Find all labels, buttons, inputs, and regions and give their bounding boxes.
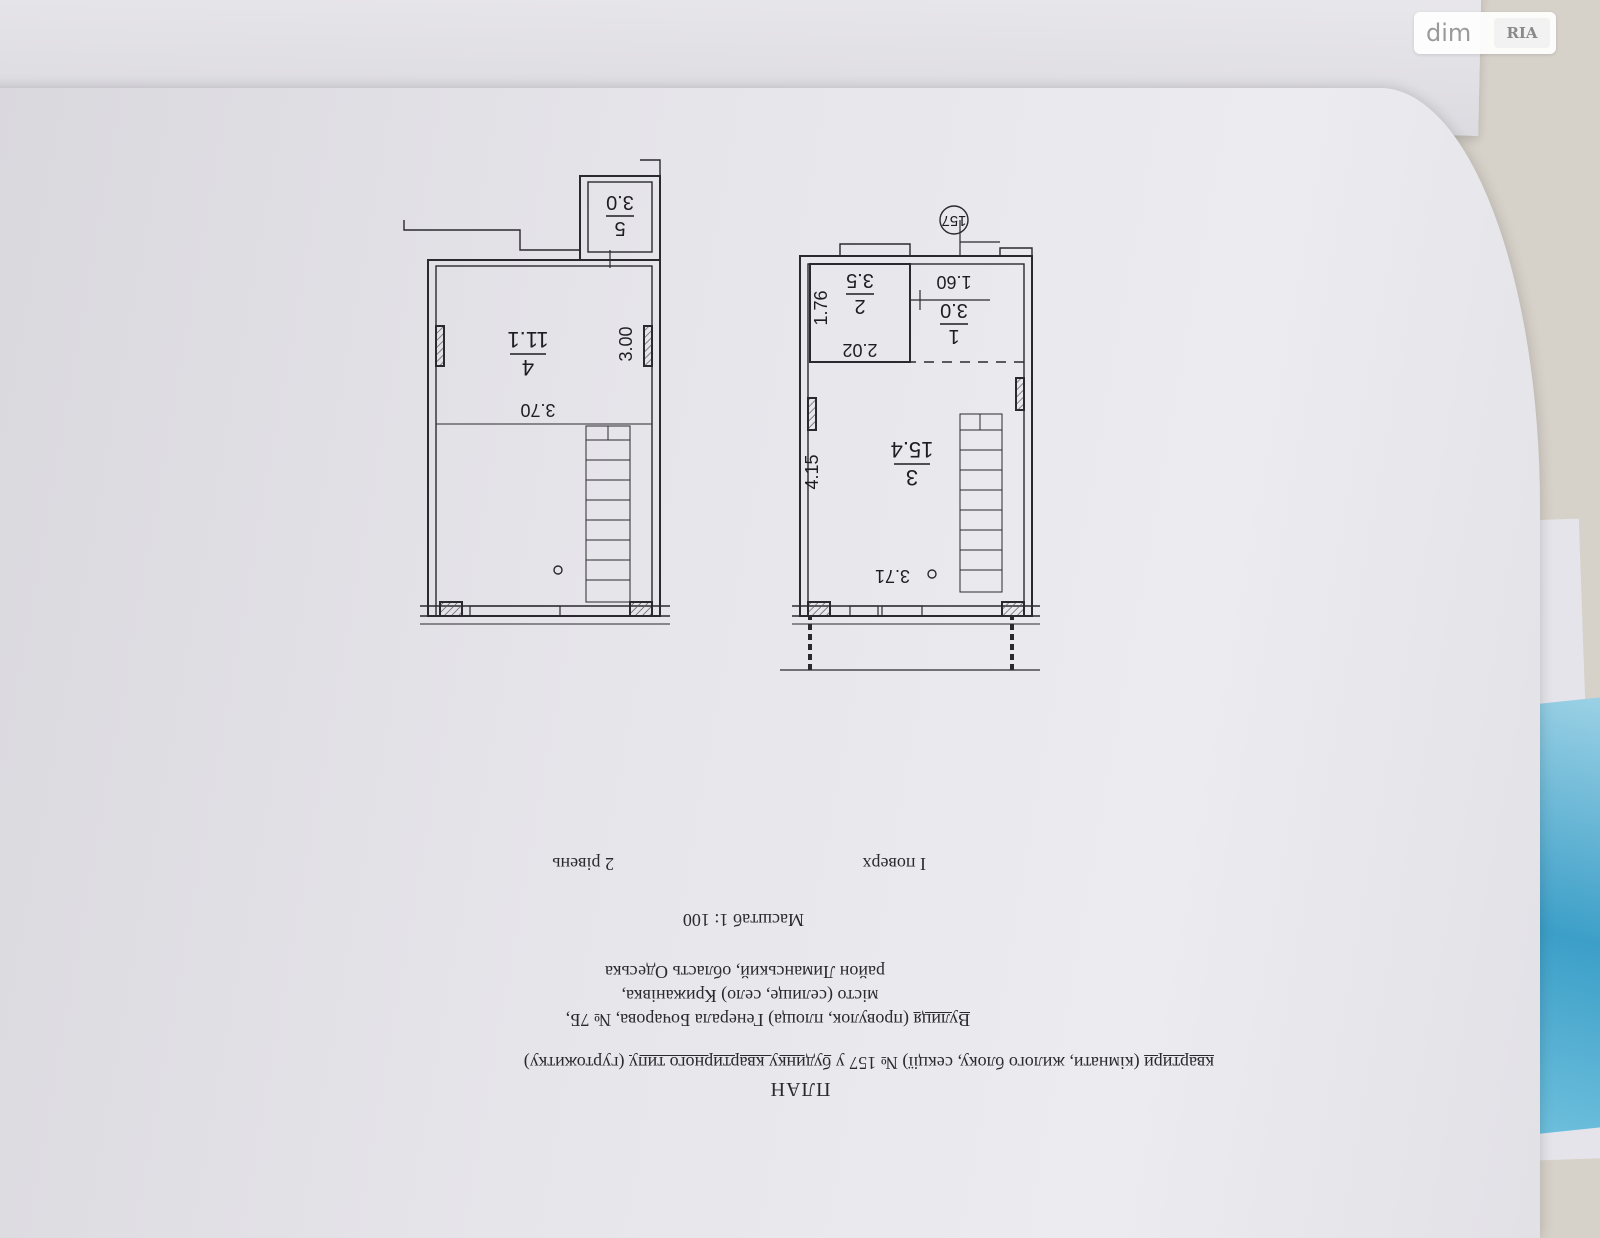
ria-logo-icon: RIA (1494, 18, 1550, 48)
apartment-number-circle (939, 205, 969, 235)
sl-room5-box (579, 175, 661, 261)
first-floor-plan (780, 205, 1040, 671)
ff-dim-160: 1.60 (936, 272, 971, 292)
ff-room1-number: 1 (948, 325, 959, 347)
sl-dim-300: 3.00 (616, 326, 636, 361)
ff-staircase (959, 413, 1003, 593)
sl-room5-number: 5 (614, 217, 625, 239)
sl-pier-right (435, 325, 445, 367)
dimria-watermark: dim RIA (1414, 12, 1556, 54)
upside-down-content: ПЛАН квартири (кімнати, жилого блоку, се… (403, 159, 1214, 1100)
sl-pier-left (643, 325, 653, 367)
second-level-labels: 4 11.1 3.00 3.70 5 3.0 (507, 191, 636, 420)
sl-room5-area: 3.0 (606, 191, 634, 213)
ff-room2-area: 3.5 (846, 269, 874, 291)
ff-pier-right (807, 397, 817, 431)
sl-window (469, 605, 561, 617)
ff-room2-number: 2 (854, 295, 865, 317)
floor-plans-svg: 157 1 3.0 1.60 2 3.5 1.76 2.02 3 15.4 4.… (403, 159, 1040, 671)
sl-staircase (585, 425, 631, 603)
ff-dim-202: 2.02 (842, 340, 877, 360)
ff-dim-415: 4.15 (802, 454, 822, 489)
ff-room3-area: 15.4 (891, 437, 934, 462)
ff-dim-176: 1.76 (811, 290, 831, 325)
ff-column-right (807, 601, 831, 617)
first-floor-labels: 157 1 3.0 1.60 2 3.5 1.76 2.02 3 15.4 4.… (802, 212, 972, 586)
ff-room1-area: 3.0 (940, 299, 968, 321)
ff-door (849, 605, 879, 617)
ff-apartment-number: 157 (941, 212, 966, 229)
sl-stair-marker (553, 565, 563, 575)
watermark-brand: dim (1426, 19, 1472, 47)
second-level-plan (403, 159, 670, 625)
sl-room4-number: 4 (522, 355, 534, 380)
sl-column-right (439, 601, 463, 617)
sl-column-left (629, 601, 653, 617)
ff-column-left (1001, 601, 1025, 617)
ff-outer-wall (799, 255, 1033, 617)
sl-room4-area: 11.1 (507, 327, 548, 352)
ff-dim-371: 3.71 (875, 566, 910, 586)
sl-dim-370: 3.70 (520, 400, 555, 420)
ff-pier-left (1015, 377, 1025, 411)
sl-top-wall (403, 220, 580, 251)
sl-inner-wall (435, 265, 653, 617)
ff-room3-number: 3 (906, 465, 918, 490)
ff-room2-box (809, 263, 911, 363)
ff-stair-marker (927, 569, 937, 579)
ff-window (881, 605, 923, 617)
document-page (0, 88, 1540, 1238)
ff-top-wall (999, 247, 1033, 256)
sl-outer-wall (427, 259, 661, 617)
